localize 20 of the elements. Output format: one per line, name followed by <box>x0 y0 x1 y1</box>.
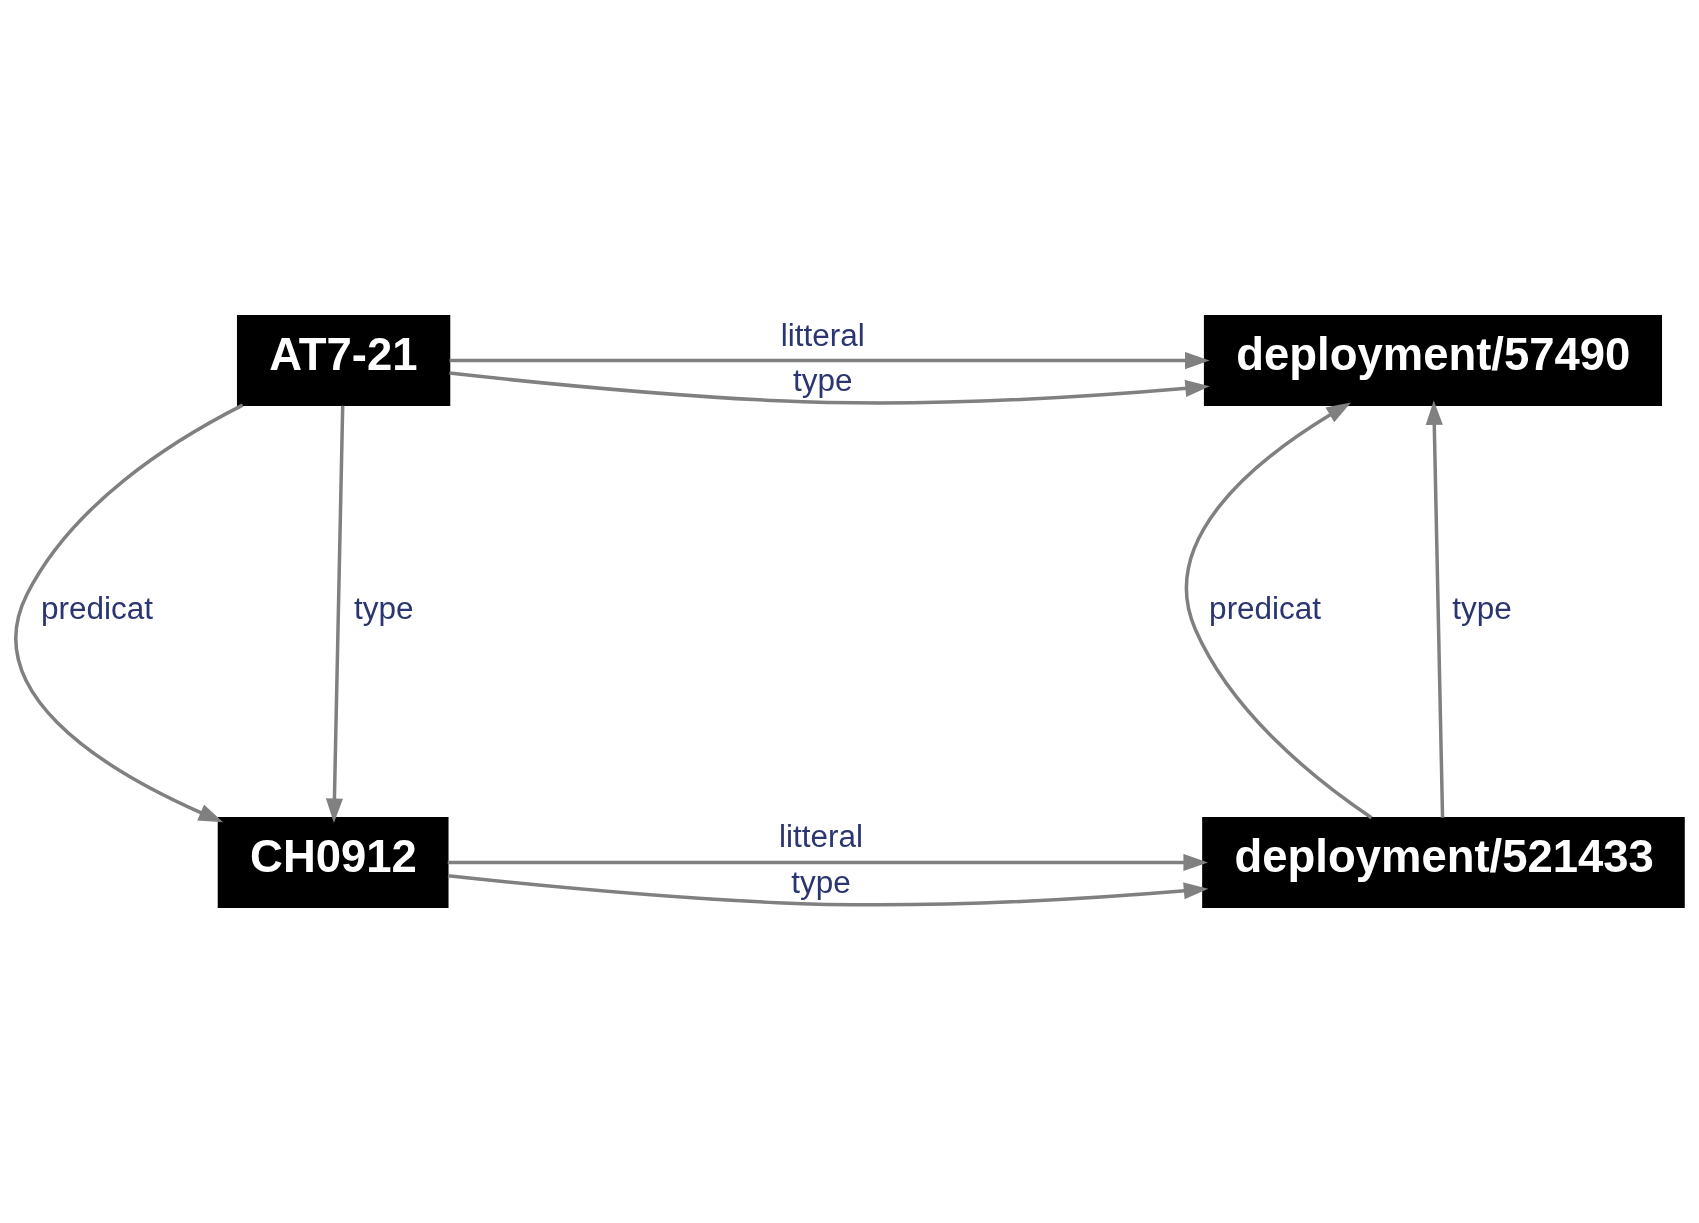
arrow <box>1184 402 1373 820</box>
arrow <box>449 371 1210 405</box>
edge-label: predicat <box>1209 591 1322 627</box>
arrow <box>449 352 1210 370</box>
node-box: CH0912 <box>217 816 449 908</box>
arrow <box>14 403 244 823</box>
edge-label: litteral <box>780 317 865 353</box>
edge-label: type <box>792 363 853 399</box>
node-box: deployment/521433 <box>1202 816 1685 908</box>
node-box: AT7-21 <box>236 315 451 407</box>
edge-label: type <box>791 864 851 900</box>
node-box: deployment/57490 <box>1203 315 1663 407</box>
arrow <box>447 853 1208 871</box>
arrow <box>1425 400 1445 818</box>
edge-label: type <box>354 591 414 627</box>
arrow <box>325 405 345 824</box>
arrow <box>447 873 1209 907</box>
edge-label: type <box>1452 591 1512 627</box>
edge-label: litteral <box>778 819 863 855</box>
edge-label: predicat <box>41 591 154 627</box>
